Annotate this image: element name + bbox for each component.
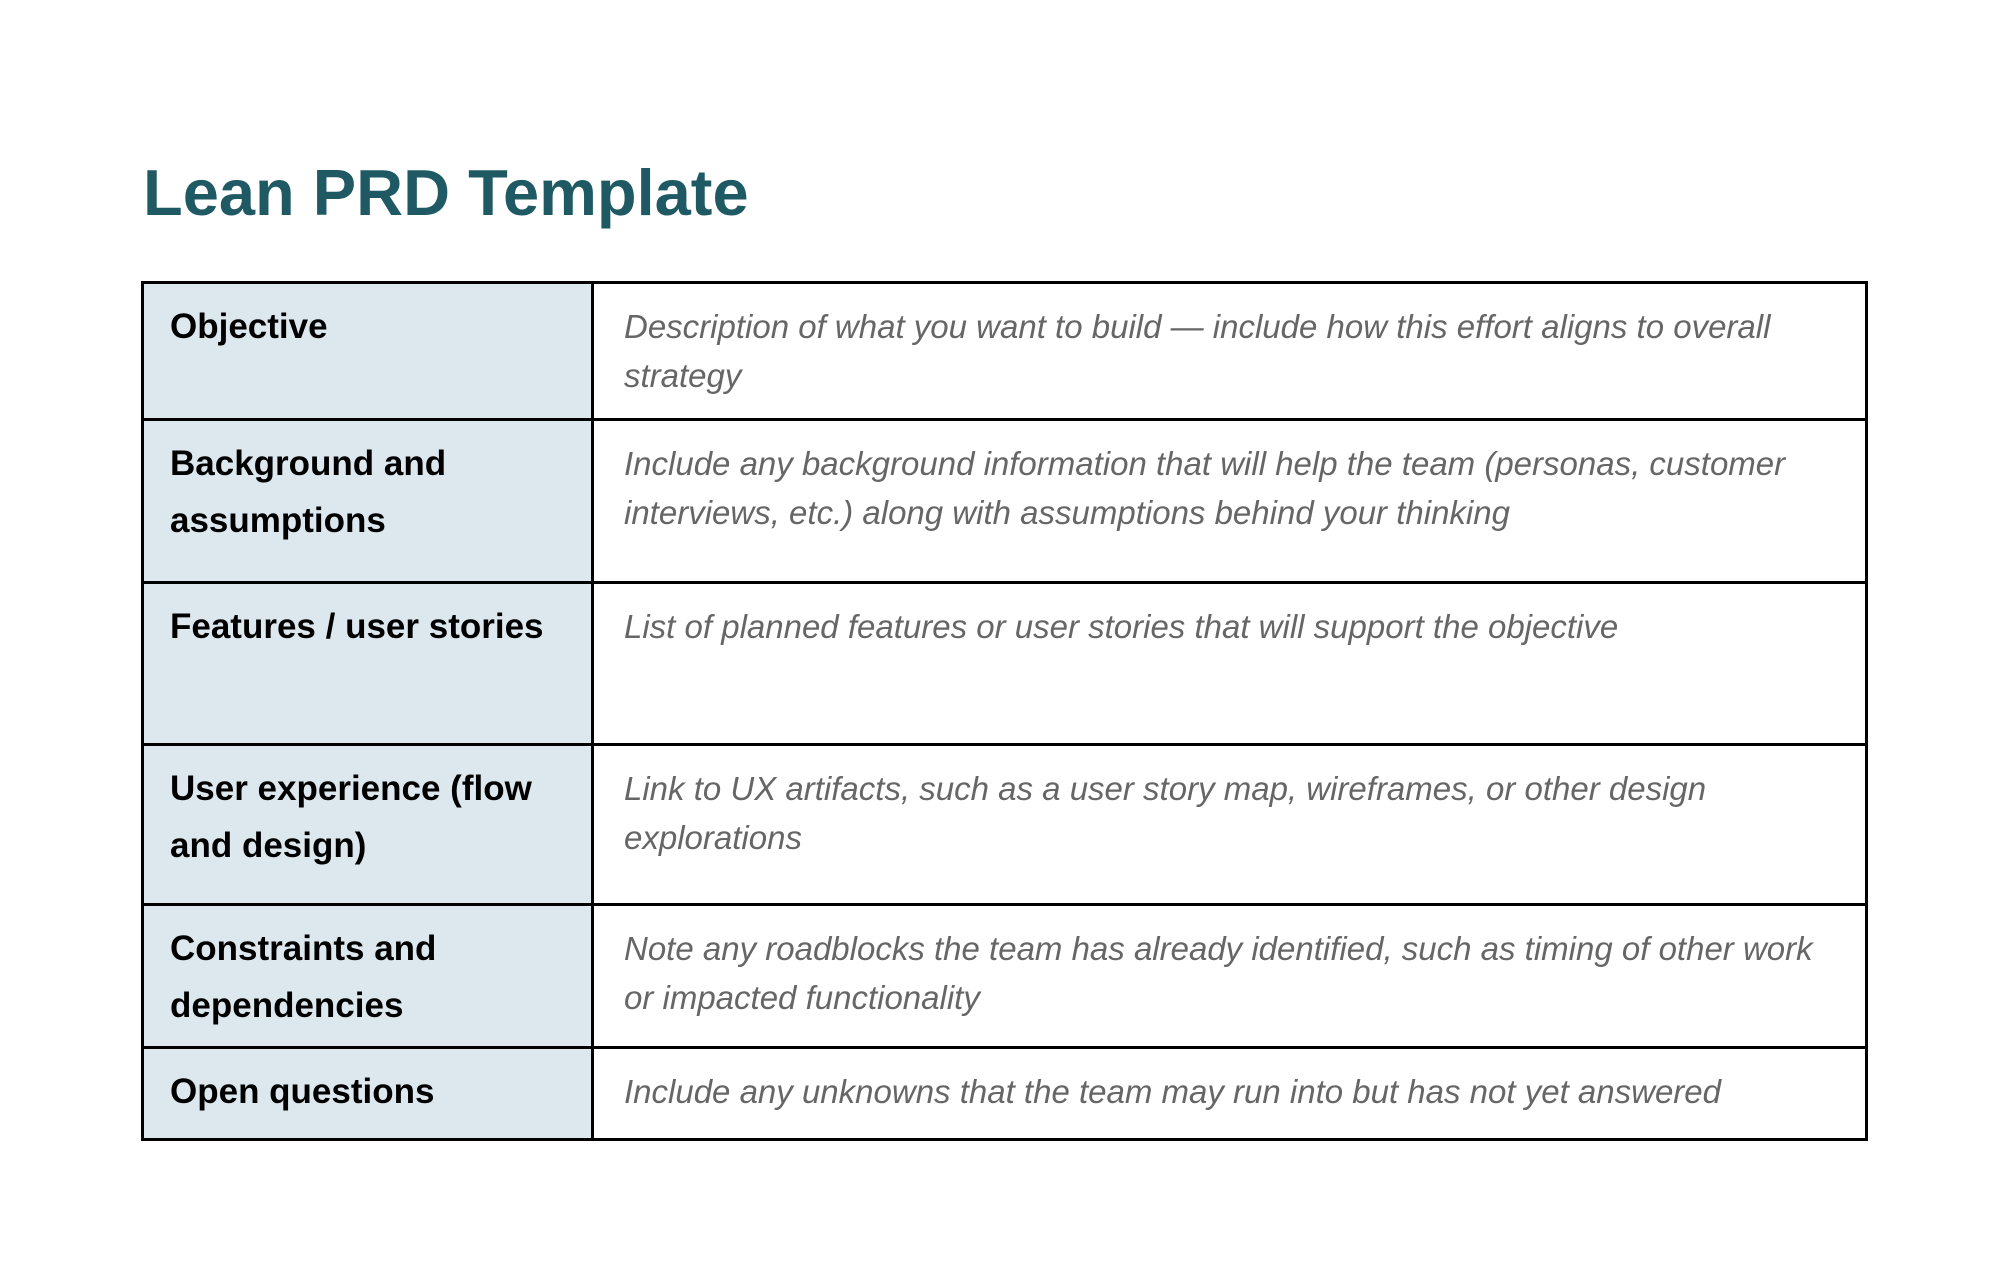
row-description-cell: Note any roadblocks the team has already… — [591, 903, 1868, 1049]
row-label-cell: User experience (flow and design) — [141, 743, 594, 906]
row-description-cell: List of planned features or user stories… — [591, 581, 1868, 746]
table-row-features-user-stories: Features / user stories List of planned … — [141, 581, 1868, 746]
prd-template-table: Objective Description of what you want t… — [141, 281, 1868, 1141]
table-row-background-and-assumptions: Background and assumptions Include any b… — [141, 418, 1868, 584]
row-label-cell: Background and assumptions — [141, 418, 594, 584]
table-row-objective: Objective Description of what you want t… — [141, 281, 1868, 421]
row-description-cell: Link to UX artifacts, such as a user sto… — [591, 743, 1868, 906]
page-title: Lean PRD Template — [143, 155, 749, 229]
table-row-open-questions: Open questions Include any unknowns that… — [141, 1046, 1868, 1141]
row-description-cell: Include any unknowns that the team may r… — [591, 1046, 1868, 1141]
row-label-cell: Open questions — [141, 1046, 594, 1141]
table-row-user-experience: User experience (flow and design) Link t… — [141, 743, 1868, 906]
row-description-cell: Description of what you want to build — … — [591, 281, 1868, 421]
table-row-constraints-and-dependencies: Constraints and dependencies Note any ro… — [141, 903, 1868, 1049]
row-label-cell: Features / user stories — [141, 581, 594, 746]
row-description-cell: Include any background information that … — [591, 418, 1868, 584]
row-label-cell: Objective — [141, 281, 594, 421]
row-label-cell: Constraints and dependencies — [141, 903, 594, 1049]
